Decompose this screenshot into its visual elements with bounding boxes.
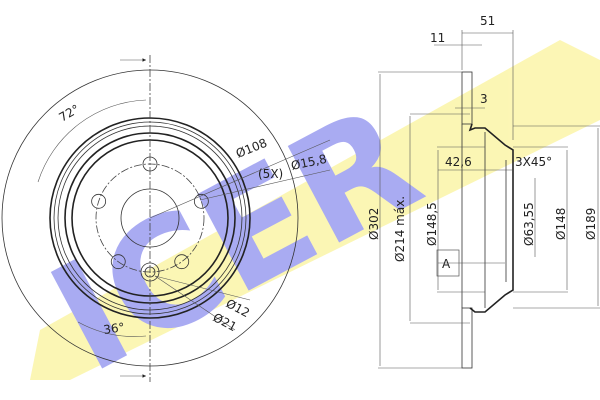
dim-3: 3	[480, 92, 488, 106]
angle-36-label: 36°	[102, 320, 125, 337]
dim-42-6: 42,6	[445, 155, 472, 169]
logo-yellow-band	[30, 40, 600, 380]
logo-text: ICER	[25, 73, 446, 400]
dim-148: Ø148	[554, 208, 568, 240]
dim-51: 51	[480, 14, 495, 28]
dim-189: Ø189	[584, 208, 598, 240]
dim-63-55: Ø63,55	[522, 202, 536, 246]
bolt-hole	[174, 254, 190, 270]
side-view: A 51 11 3 42,6 3X45° Ø302 Ø214 máx. Ø148…	[367, 14, 600, 369]
dim-214: Ø214 máx.	[393, 196, 407, 262]
dim-302: Ø302	[367, 208, 381, 240]
dim-148-5: Ø148,5	[425, 202, 439, 246]
angle-36-arc	[77, 321, 147, 337]
bolt-hole	[91, 193, 107, 209]
angle-72-label: 72°	[57, 102, 82, 125]
bolt-hole	[193, 193, 209, 209]
datum-box	[436, 249, 460, 277]
dim-chamfer: 3X45°	[515, 155, 552, 169]
bolt-hole	[110, 254, 126, 270]
angle-72-arc	[37, 99, 147, 183]
dim-11: 11	[430, 31, 445, 45]
hat-profile	[468, 123, 514, 313]
bolt-count-label: (5X)	[258, 167, 283, 181]
flange-top	[461, 71, 473, 125]
datum-label: A	[442, 257, 451, 271]
flange-bottom	[461, 307, 473, 369]
